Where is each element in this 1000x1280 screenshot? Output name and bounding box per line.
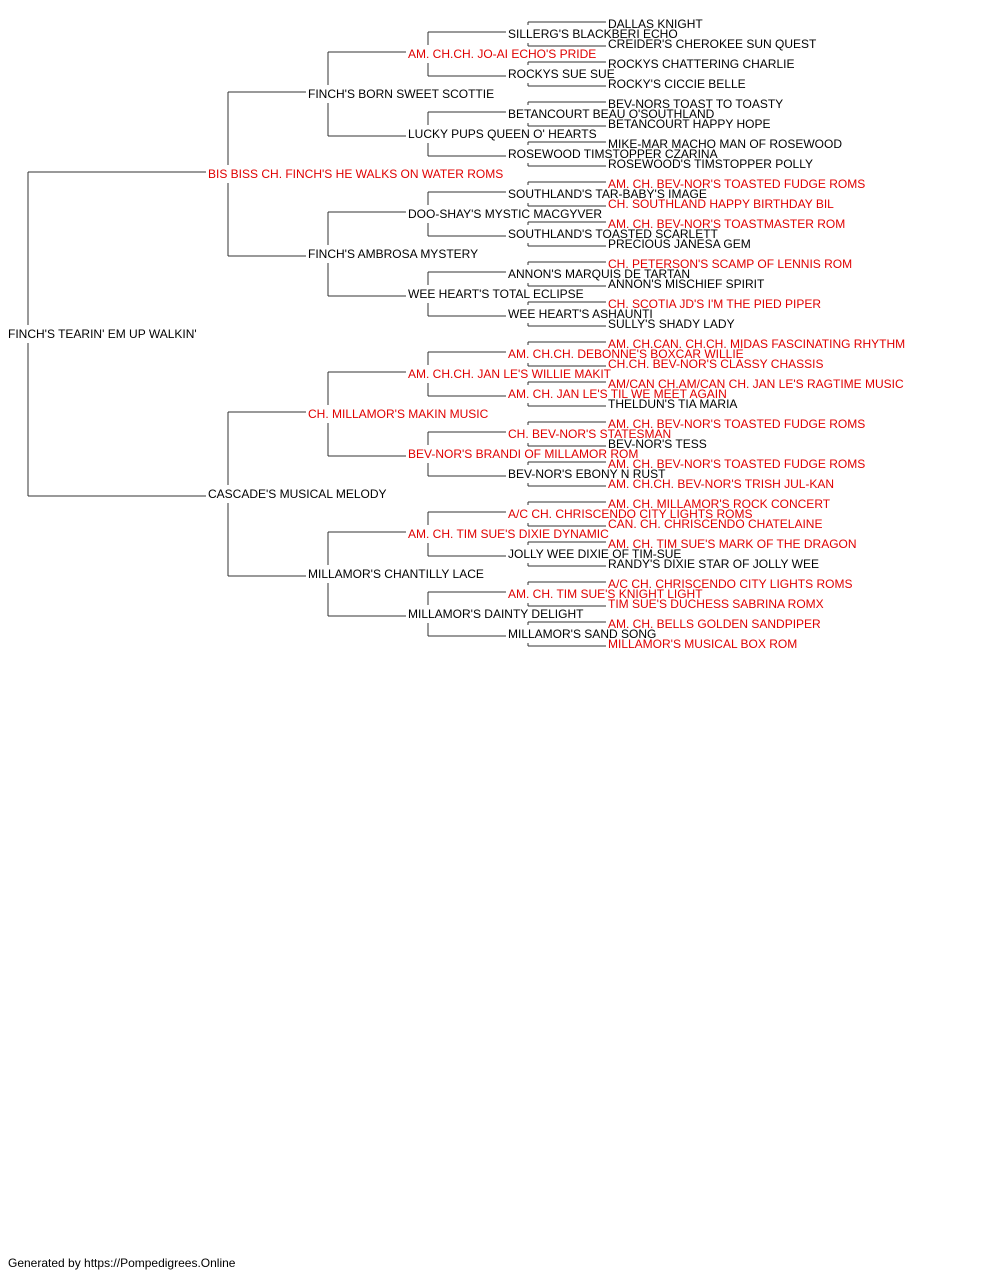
dog-name-gen4: ROCKYS SUE SUE (508, 67, 615, 81)
dog-name-gen5: ROCKY'S CICCIE BELLE (608, 77, 746, 91)
dog-name-gen5: ROSEWOOD'S TIMSTOPPER POLLY (608, 157, 813, 171)
dog-name-gen2: FINCH'S AMBROSA MYSTERY (308, 247, 478, 261)
dog-name-gen5: RANDY'S DIXIE STAR OF JOLLY WEE (608, 557, 819, 571)
dog-name-gen3: BEV-NOR'S BRANDI OF MILLAMOR ROM (408, 447, 638, 461)
dog-name-gen4: SOUTHLAND'S TOASTED SCARLETT (508, 227, 719, 241)
dog-name-gen2: CH. MILLAMOR'S MAKIN MUSIC (308, 407, 489, 421)
dog-name-gen4: JOLLY WEE DIXIE OF TIM-SUE (508, 547, 681, 561)
dog-name-gen4: ANNON'S MARQUIS DE TARTAN (508, 267, 690, 281)
dog-name-gen5: CH.CH. BEV-NOR'S CLASSY CHASSIS (608, 357, 823, 371)
dog-name-gen5: A/C CH. CHRISCENDO CITY LIGHTS ROMS (608, 577, 852, 591)
dog-name-gen4: SILLERG'S BLACKBERI ECHO (508, 27, 678, 41)
dog-name-gen3: AM. CH.CH. JO-AI ECHO'S PRIDE (408, 47, 596, 61)
dog-name-gen5: MILLAMOR'S MUSICAL BOX ROM (608, 637, 797, 651)
dog-name-gen4: AM. CH. JAN LE'S TIL WE MEET AGAIN (508, 387, 727, 401)
dog-name-gen5: AM. CH. BEV-NOR'S TOASTMASTER ROM (608, 217, 845, 231)
dog-name-gen5: AM. CH. BELLS GOLDEN SANDPIPER (608, 617, 821, 631)
dog-name-gen4: ROSEWOOD TIMSTOPPER CZARINA (508, 147, 718, 161)
dog-name-gen3: AM. CH.CH. JAN LE'S WILLIE MAKIT (408, 367, 612, 381)
dog-name-gen5: AM. CH. BEV-NOR'S TOASTED FUDGE ROMS (608, 417, 865, 431)
dog-name-gen5: CH. SOUTHLAND HAPPY BIRTHDAY BIL (608, 197, 834, 211)
dog-name-gen4: WEE HEART'S ASHAUNTI (508, 307, 653, 321)
dog-name-gen2: MILLAMOR'S CHANTILLY LACE (308, 567, 484, 581)
dog-name-gen1: CASCADE'S MUSICAL MELODY (208, 487, 387, 501)
dog-name-gen4: AM. CH. TIM SUE'S KNIGHT LIGHT (508, 587, 703, 601)
dog-name-gen5: AM. CH. BEV-NOR'S TOASTED FUDGE ROMS (608, 457, 865, 471)
dog-name-gen4: BETANCOURT BEAU O'SOUTHLAND (508, 107, 715, 121)
dog-name-gen1: BIS BISS CH. FINCH'S HE WALKS ON WATER R… (208, 167, 503, 181)
dog-name-gen5: MIKE-MAR MACHO MAN OF ROSEWOOD (608, 137, 842, 151)
dog-name-gen5: BETANCOURT HAPPY HOPE (608, 117, 771, 131)
dog-name-gen4: SOUTHLAND'S TAR-BABY'S IMAGE (508, 187, 707, 201)
dog-name-gen5: BEV-NORS TOAST TO TOASTY (608, 97, 783, 111)
dog-name-gen3: MILLAMOR'S DAINTY DELIGHT (408, 607, 584, 621)
dog-name-gen5: TIM SUE'S DUCHESS SABRINA ROMX (608, 597, 824, 611)
dog-name-gen5: CH. SCOTIA JD'S I'M THE PIED PIPER (608, 297, 821, 311)
dog-name-gen4: BEV-NOR'S EBONY N RUST (508, 467, 666, 481)
dog-name-gen5: AM. CH. TIM SUE'S MARK OF THE DRAGON (608, 537, 857, 551)
dog-name-gen5: AM. CH.CH. BEV-NOR'S TRISH JUL-KAN (608, 477, 834, 491)
dog-name-gen0: FINCH'S TEARIN' EM UP WALKIN' (8, 327, 197, 341)
dog-name-gen4: CH. BEV-NOR'S STATESMAN (508, 427, 671, 441)
dog-name-gen5: SULLY'S SHADY LADY (608, 317, 735, 331)
dog-name-gen5: CAN. CH. CHRISCENDO CHATELAINE (608, 517, 822, 531)
dog-name-gen5: AM. CH. MILLAMOR'S ROCK CONCERT (608, 497, 831, 511)
dog-name-gen5: ROCKYS CHATTERING CHARLIE (608, 57, 794, 71)
dog-name-gen5: BEV-NOR'S TESS (608, 437, 707, 451)
dog-name-gen3: LUCKY PUPS QUEEN O' HEARTS (408, 127, 597, 141)
dog-name-gen5: AM/CAN CH.AM/CAN CH. JAN LE'S RAGTIME MU… (608, 377, 904, 391)
dog-name-gen5: ANNON'S MISCHIEF SPIRIT (608, 277, 765, 291)
dog-name-gen5: AM. CH.CAN. CH.CH. MIDAS FASCINATING RHY… (608, 337, 905, 351)
dog-name-gen3: DOO-SHAY'S MYSTIC MACGYVER (408, 207, 602, 221)
dog-name-gen5: CH. PETERSON'S SCAMP OF LENNIS ROM (608, 257, 852, 271)
dog-name-gen5: AM. CH. BEV-NOR'S TOASTED FUDGE ROMS (608, 177, 865, 191)
dog-name-gen5: THELDUN'S TIA MARIA (608, 397, 737, 411)
dog-name-gen5: PRECIOUS JANESA GEM (608, 237, 751, 251)
dog-name-gen3: WEE HEART'S TOTAL ECLIPSE (408, 287, 584, 301)
dog-name-gen4: A/C CH. CHRISCENDO CITY LIGHTS ROMS (508, 507, 752, 521)
dog-name-gen5: CREIDER'S CHEROKEE SUN QUEST (608, 37, 817, 51)
dog-name-gen5: DALLAS KNIGHT (608, 17, 703, 31)
footer-credit: Generated by https://Pompedigrees.Online (8, 1256, 236, 1270)
dog-name-gen4: MILLAMOR'S SAND SONG (508, 627, 656, 641)
dog-name-gen2: FINCH'S BORN SWEET SCOTTIE (308, 87, 494, 101)
dog-name-gen4: AM. CH.CH. DEBONNE'S BOXCAR WILLIE (508, 347, 744, 361)
dog-name-gen3: AM. CH. TIM SUE'S DIXIE DYNAMIC (408, 527, 609, 541)
